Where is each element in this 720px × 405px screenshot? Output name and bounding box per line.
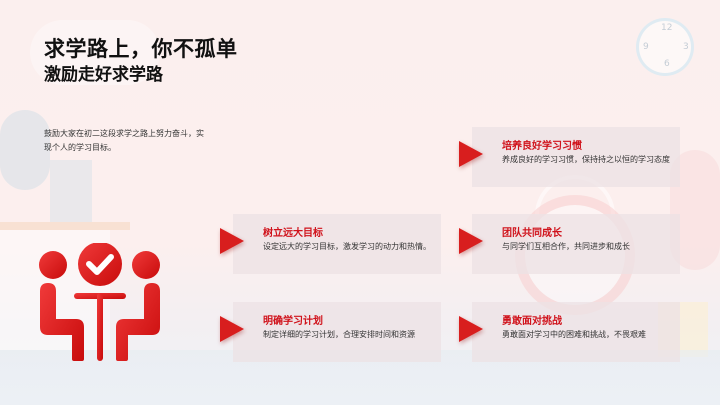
card-desc: 与同学们互相合作，共同进步和成长 <box>502 242 630 251</box>
card-title: 树立远大目标 <box>263 228 323 239</box>
card-set-goals: 树立远大目标 设定远大的学习目标，激发学习的动力和热情。 <box>220 214 441 274</box>
card-title: 培养良好学习习惯 <box>502 141 582 152</box>
card-study-plan: 明确学习计划 制定详细的学习计划，合理安排时间和资源 <box>220 302 441 362</box>
card-team-growth: 团队共同成长 与同学们互相合作，共同进步和成长 <box>459 214 680 274</box>
card-good-habits: 培养良好学习习惯 养成良好的学习习惯，保持持之以恒的学习态度 <box>459 127 680 187</box>
play-arrow-icon <box>459 228 483 254</box>
play-arrow-icon <box>220 316 244 342</box>
play-arrow-icon <box>220 228 244 254</box>
plant-decoration <box>0 110 50 190</box>
books-decoration <box>50 160 92 222</box>
card-face-challenges: 勇敢面对挑战 勇敢面对学习中的困难和挑战，不畏艰难 <box>459 302 680 362</box>
play-arrow-icon <box>459 316 483 342</box>
card-desc: 设定远大的学习目标，激发学习的动力和热情。 <box>263 242 431 251</box>
title-sub: 激励走好求学路 <box>44 65 163 85</box>
wall-clock-icon: 12 3 6 9 <box>636 18 694 76</box>
intro-text: 鼓励大家在初二这段求学之路上努力奋斗，实现个人的学习目标。 <box>44 129 204 152</box>
card-desc: 养成良好的学习习惯，保持持之以恒的学习态度 <box>502 155 670 164</box>
title-main: 求学路上，你不孤单 <box>44 37 238 61</box>
shelf-decoration <box>0 222 130 230</box>
teamwork-meeting-check-icon <box>38 242 162 361</box>
card-title: 勇敢面对挑战 <box>502 316 562 327</box>
card-desc: 勇敢面对学习中的困难和挑战，不畏艰难 <box>502 330 646 339</box>
card-title: 明确学习计划 <box>263 316 323 327</box>
play-arrow-icon <box>459 141 483 167</box>
card-title: 团队共同成长 <box>502 228 562 239</box>
page-title: 求学路上，你不孤单 激励走好求学路 <box>44 36 238 87</box>
card-desc: 制定详细的学习计划，合理安排时间和资源 <box>263 330 415 339</box>
